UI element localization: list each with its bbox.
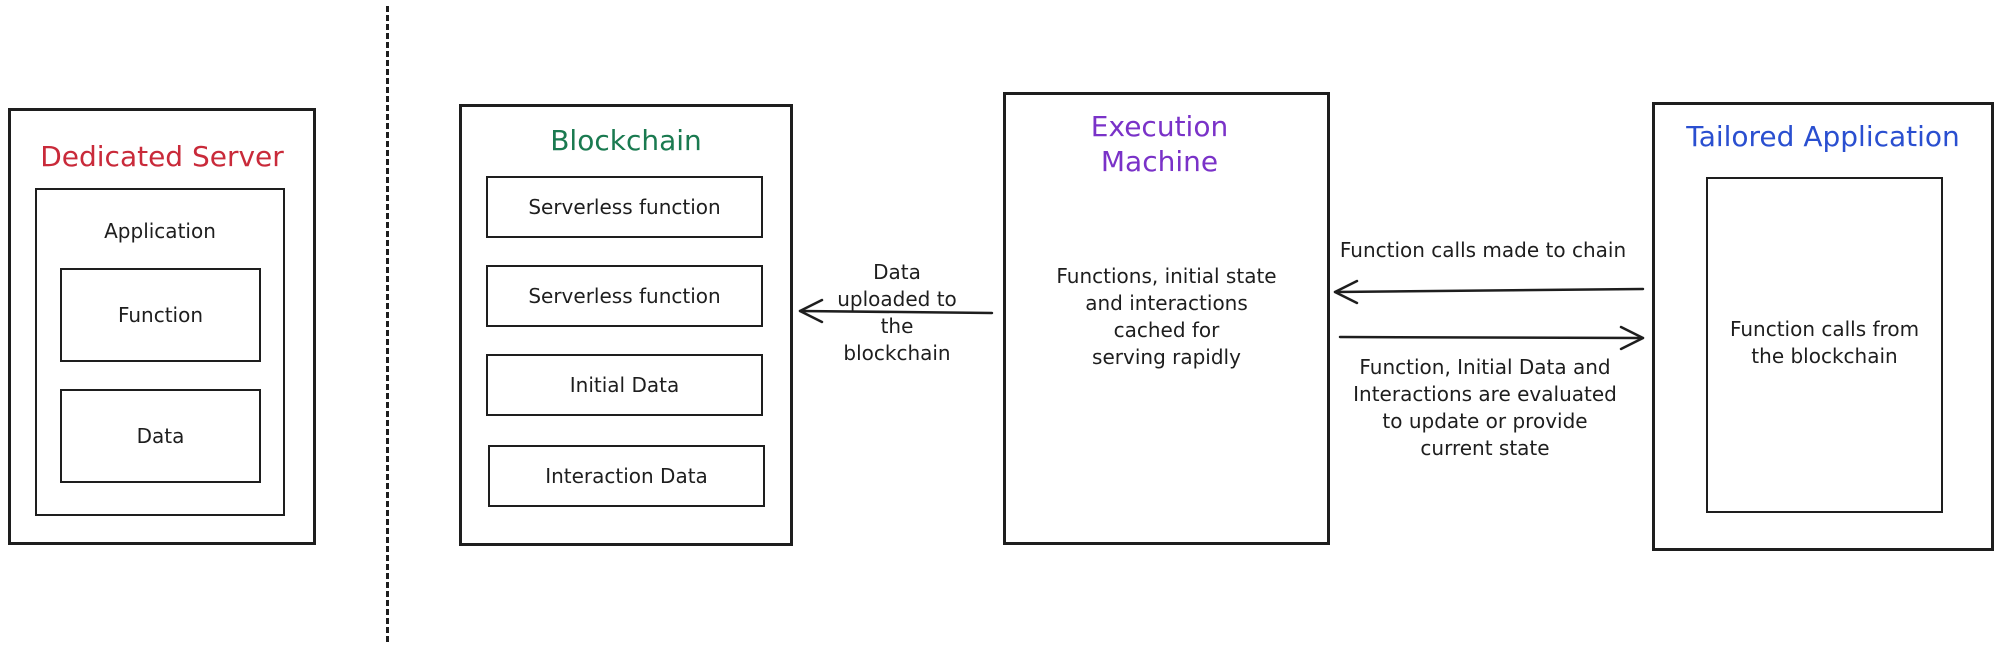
upload-arrow-head	[798, 298, 824, 324]
application-label: Application	[104, 219, 216, 243]
blockchain-title: Blockchain	[550, 124, 702, 157]
function-box: Function	[60, 268, 261, 362]
blockchain-item-serverless-function-2: Serverless function	[486, 265, 763, 327]
upload-label-line3: the	[880, 314, 914, 338]
function-calls-line2: the blockchain	[1751, 344, 1898, 368]
calls-arrow-head	[1333, 279, 1359, 305]
evaluate-label-line4: current state	[1420, 436, 1550, 460]
evaluate-arrow	[1338, 335, 1645, 340]
calls-label: Function calls made to chain	[1339, 238, 1627, 262]
upload-label-line1: Data	[873, 260, 921, 284]
execution-desc-line1: Functions, initial state	[1056, 264, 1277, 288]
blockchain-item-initial-data: Initial Data	[486, 354, 763, 416]
execution-desc-line3: cached for	[1113, 318, 1220, 342]
execution-machine-title-line2: Machine	[1100, 145, 1219, 178]
calls-arrow	[1333, 287, 1645, 294]
function-calls-line1: Function calls from	[1729, 317, 1920, 341]
upload-arrow	[798, 309, 994, 315]
tailored-application-title: Tailored Application	[1686, 120, 1960, 153]
data-box: Data	[60, 389, 261, 483]
upload-label-line2: uploaded to	[837, 287, 957, 311]
blockchain-item-interaction-data: Interaction Data	[488, 445, 765, 507]
execution-machine-box	[1003, 92, 1330, 545]
dedicated-server-title: Dedicated Server	[40, 140, 284, 173]
execution-desc-line2: and interactions	[1085, 291, 1248, 315]
evaluate-label-line1: Function, Initial Data and	[1359, 355, 1611, 379]
upload-label-line4: blockchain	[843, 341, 951, 365]
dashed-divider	[386, 6, 389, 642]
evaluate-arrow-head	[1619, 325, 1645, 351]
evaluate-label-line2: Interactions are evaluated	[1353, 382, 1617, 406]
execution-desc-line4: serving rapidly	[1092, 345, 1241, 369]
function-calls-box	[1706, 177, 1943, 513]
blockchain-item-serverless-function-1: Serverless function	[486, 176, 763, 238]
execution-machine-title-line1: Execution	[1090, 110, 1229, 143]
evaluate-label-line3: to update or provide	[1382, 409, 1588, 433]
